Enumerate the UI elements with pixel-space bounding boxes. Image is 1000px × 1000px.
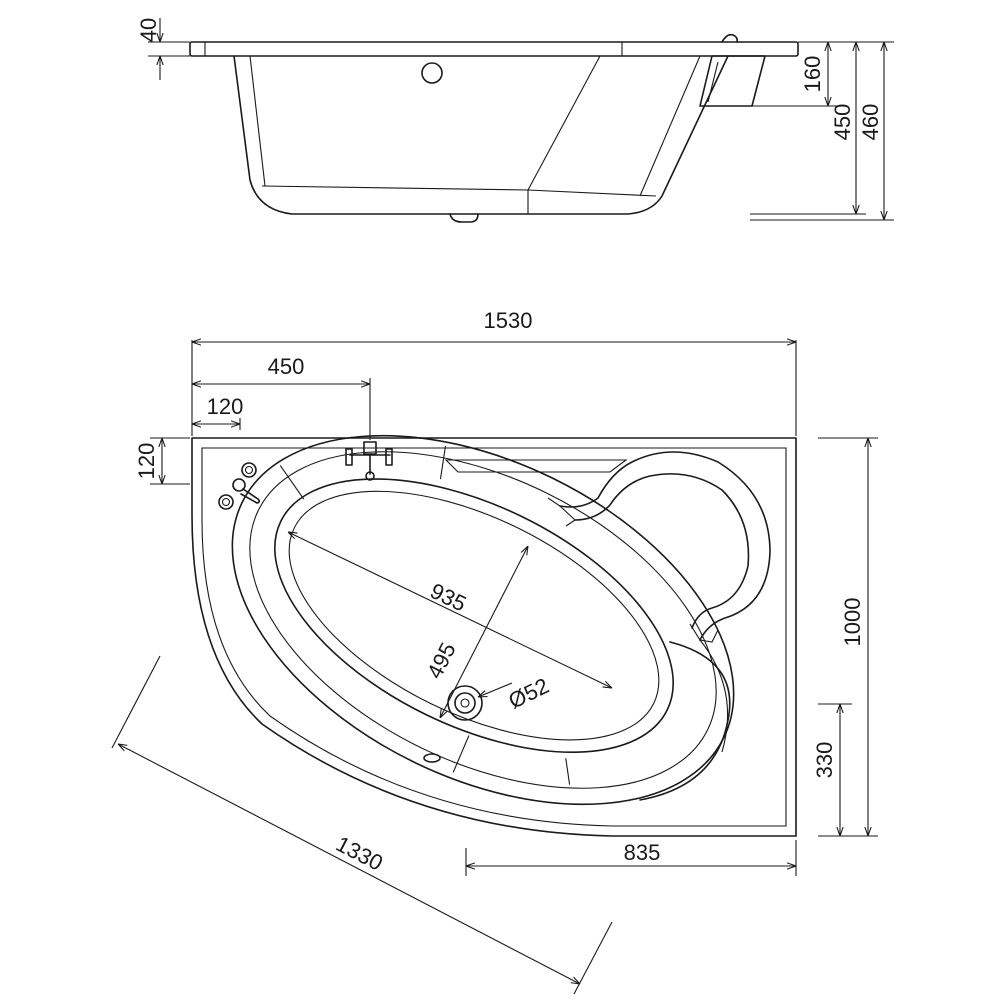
seat-bulge-inner xyxy=(699,639,729,753)
drain-outer xyxy=(447,685,483,721)
armrest-end-right xyxy=(689,623,719,643)
dim-935-label: 935 xyxy=(426,578,470,617)
dim-tap-label: 450 xyxy=(268,354,305,379)
armrest-inner xyxy=(574,473,750,629)
mixer-tap xyxy=(345,441,393,481)
dim-495-line xyxy=(440,546,528,718)
side-overflow-hole xyxy=(421,62,443,84)
dim-160-label: 160 xyxy=(800,56,825,93)
dim-1330-ext-right xyxy=(573,921,613,995)
dim-120v-label: 120 xyxy=(134,443,159,480)
tap-handle-right xyxy=(385,448,393,466)
tap-outlet xyxy=(365,471,375,481)
drain xyxy=(447,685,483,721)
side-rim-outline xyxy=(189,41,799,57)
drain-center xyxy=(460,698,470,708)
side-view: 40 160 450 460 xyxy=(136,18,894,223)
overflow-outlet xyxy=(423,753,441,763)
side-drain-outlet xyxy=(449,213,479,223)
dim-835-label: 835 xyxy=(624,840,661,865)
diverter-lever xyxy=(240,488,261,504)
basin-seam-left xyxy=(279,465,305,500)
top-shelf xyxy=(444,459,628,473)
dim-450-label: 450 xyxy=(830,104,855,141)
drain-middle xyxy=(454,692,476,714)
side-rim-tap-bump xyxy=(721,33,738,43)
dim-drain-leader xyxy=(478,682,513,697)
dim-1000-label: 1000 xyxy=(840,598,865,647)
basin-seam-bottom-right xyxy=(565,758,571,785)
armrest-end-left xyxy=(547,497,576,527)
side-seat-edge xyxy=(527,55,601,214)
tap-handle-left xyxy=(345,448,353,466)
knob-lower-center xyxy=(221,497,231,507)
dim-1330-ext-left xyxy=(111,655,161,749)
dim-460-label: 460 xyxy=(858,104,883,141)
knob-lower xyxy=(218,494,234,510)
dim-330-label: 330 xyxy=(812,742,837,779)
basin-floor-inner xyxy=(288,490,660,741)
side-body-outline xyxy=(233,55,729,215)
dim-120h-label: 120 xyxy=(207,394,244,419)
basin-rim-step xyxy=(249,451,717,789)
knob-upper xyxy=(241,462,257,478)
diverter-knob xyxy=(232,478,246,492)
dim-40-label: 40 xyxy=(136,18,161,42)
control-knobs xyxy=(218,462,261,510)
side-skirt-panel xyxy=(699,55,766,107)
dim-drain-label: Ø52 xyxy=(505,673,553,714)
dim-1530-label: 1530 xyxy=(484,308,533,333)
side-body-inner-line xyxy=(249,55,266,187)
armrest-outer xyxy=(559,451,771,641)
basin-seam-top xyxy=(439,445,447,480)
side-skirt-detail xyxy=(707,61,719,103)
side-back-edge xyxy=(639,55,701,197)
top-view: 935 495 Ø52 1530 450 120 120 1000 330 xyxy=(111,308,878,995)
knob-upper-center xyxy=(244,465,254,475)
side-bottom-seam xyxy=(261,185,657,197)
basin-floor xyxy=(274,478,674,754)
dim-495-label: 495 xyxy=(422,639,461,683)
dim-1330-line xyxy=(118,744,580,984)
